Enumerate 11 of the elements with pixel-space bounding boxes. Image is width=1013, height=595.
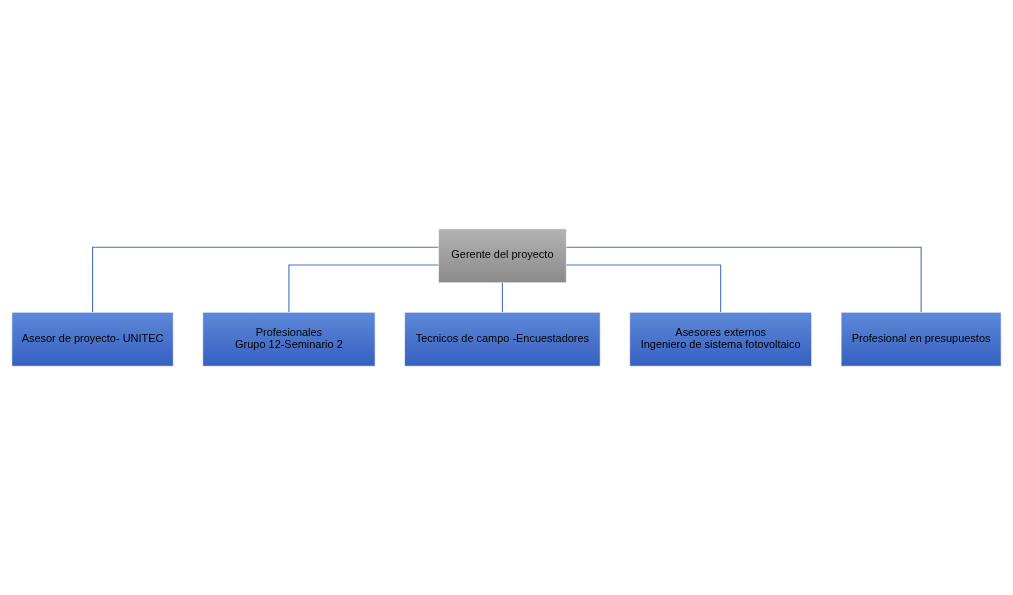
connector	[92, 246, 439, 313]
connector	[288, 264, 439, 313]
node-box: Asesores externos Ingeniero de sistema fotovoltaico	[629, 311, 812, 367]
connector	[501, 282, 503, 313]
node-box: Gerente del proyecto	[438, 228, 567, 284]
node-box: Profesionales Grupo 12-Seminario 2	[202, 311, 376, 367]
connector	[565, 246, 922, 313]
node-box: Tecnicos de campo -Encuestadores	[404, 311, 601, 367]
connector	[565, 264, 722, 313]
node-box: Profesional en presupuestos	[840, 311, 1002, 367]
node-box: Asesor de proyecto- UNITEC	[11, 311, 174, 367]
